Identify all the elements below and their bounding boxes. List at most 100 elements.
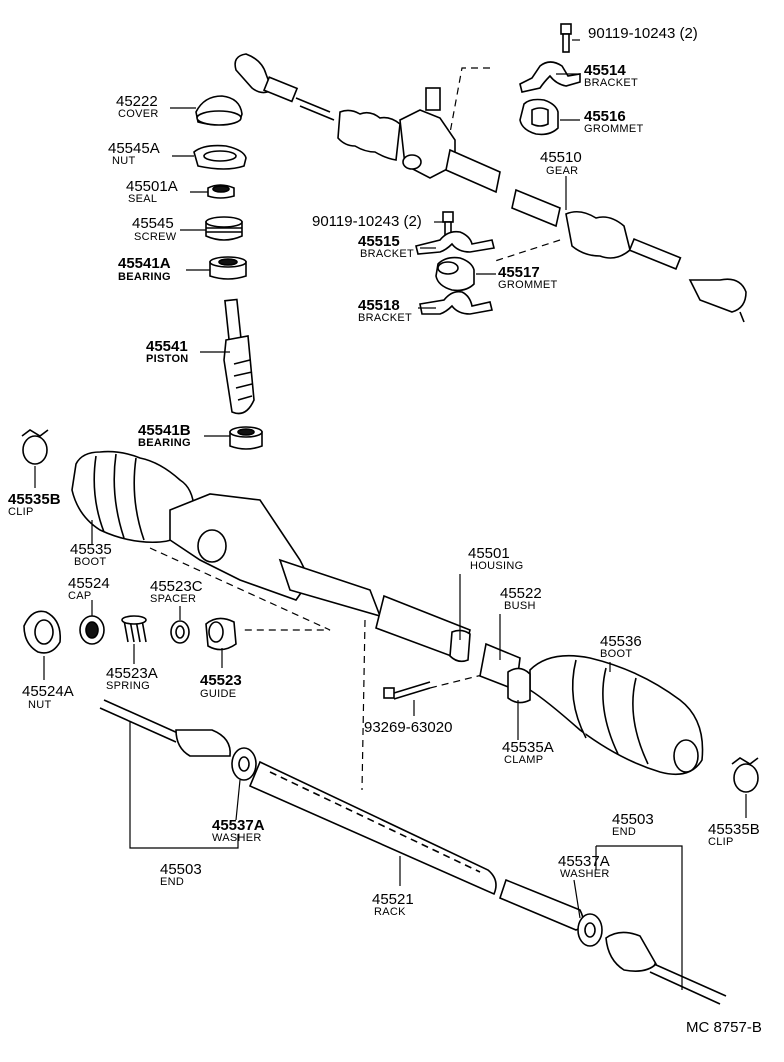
part-name: SPACER <box>150 593 196 605</box>
part-number: 45522 <box>500 585 542 602</box>
part-number: 45516 <box>584 108 626 125</box>
part-name: GROMMET <box>498 279 558 291</box>
part-name: GUIDE <box>200 688 236 700</box>
bracket-45514 <box>519 61 581 93</box>
label-93269: 93269-63020 <box>364 719 452 736</box>
label-90119-mid: 90119-10243 (2) <box>312 213 422 230</box>
part-name: BRACKET <box>358 312 412 324</box>
part-number: 45541A <box>118 255 171 272</box>
label-45510: 45510 GEAR <box>540 149 582 177</box>
part-name: BUSH <box>504 600 536 612</box>
label-45523: 45523 GUIDE <box>200 672 242 700</box>
label-45537A-right: 45537A WASHER <box>558 853 610 880</box>
clip-45535B-left <box>21 429 49 465</box>
part-name: CLAMP <box>504 754 543 766</box>
part-number: 45541B <box>138 422 191 439</box>
part-number: 45537A <box>212 817 265 834</box>
label-45523C: 45523C SPACER <box>150 578 203 605</box>
part-name: NUT <box>112 155 136 167</box>
part-number: 45541 <box>146 338 188 355</box>
nut-45524A-drawing <box>23 610 62 654</box>
part-number: 45514 <box>584 62 626 79</box>
part-number: 90119-10243 (2) <box>588 25 698 42</box>
washer-45537A-right-drawing <box>577 913 603 947</box>
label-45514: 45514 BRACKET <box>584 62 638 89</box>
part-name: PISTON <box>146 353 189 365</box>
label-45516: 45516 GROMMET <box>584 108 644 135</box>
part-name: SEAL <box>128 193 157 205</box>
part-number: 45523A <box>106 665 158 682</box>
boot-45536-drawing <box>529 654 704 776</box>
part-name: BRACKET <box>584 77 638 89</box>
spring-45523A-drawing <box>121 615 147 643</box>
label-45518: 45518 BRACKET <box>358 297 412 324</box>
part-number: 45537A <box>558 853 610 870</box>
boot-45535-drawing <box>71 450 196 544</box>
seal-45501A <box>207 184 235 199</box>
label-45515: 45515 BRACKET <box>358 233 414 260</box>
part-name: SCREW <box>134 231 177 243</box>
label-45517: 45517 GROMMET <box>498 264 558 291</box>
spacer-45523C-drawing <box>170 620 190 644</box>
part-name: BOOT <box>74 556 106 568</box>
rack-45521-drawing <box>248 760 584 931</box>
label-45503-right: 45503 END <box>612 811 654 838</box>
part-name: NUT <box>28 699 52 711</box>
clip-45535B-right <box>731 757 759 793</box>
grommet-45516 <box>519 98 559 136</box>
label-45501A: 45501A SEAL <box>126 178 178 205</box>
part-number: 93269-63020 <box>364 719 452 736</box>
bracket-45515 <box>415 230 495 255</box>
washer-45537A-left-drawing <box>231 747 257 781</box>
part-name: BOOT <box>600 648 632 660</box>
leader-lines <box>34 39 747 990</box>
part-name: END <box>612 826 636 838</box>
piston-45541 <box>223 298 255 415</box>
part-number: 45524A <box>22 683 74 700</box>
label-45523A: 45523A SPRING <box>106 665 158 692</box>
bracket-45518 <box>419 290 493 315</box>
part-number: 45535B <box>8 491 61 508</box>
label-45541: 45541 PISTON <box>146 338 189 365</box>
bearing-45541B <box>229 426 263 450</box>
part-number: 45501A <box>126 178 178 195</box>
label-45535: 45535 BOOT <box>70 541 112 568</box>
label-45521: 45521 RACK <box>372 891 414 918</box>
part-number: 45503 <box>612 811 654 828</box>
part-number: 45523C <box>150 578 203 595</box>
gear-assembly-drawing <box>234 53 747 323</box>
part-number: 45501 <box>468 545 510 562</box>
cap-45524-drawing <box>79 615 105 645</box>
part-name: BEARING <box>138 437 191 449</box>
part-name: BEARING <box>118 271 171 283</box>
part-name: END <box>160 876 184 888</box>
label-45545: 45545 SCREW <box>132 215 177 243</box>
label-45535B-right: 45535B CLIP <box>708 821 760 848</box>
part-number: 45523 <box>200 672 242 689</box>
label-45501: 45501 HOUSING <box>468 545 523 572</box>
screw-45545 <box>205 216 243 241</box>
end-45503-left-drawing <box>99 699 231 757</box>
label-45535A: 45535A CLAMP <box>502 739 554 766</box>
part-name: GROMMET <box>584 123 644 135</box>
part-name: BRACKET <box>360 248 414 260</box>
part-number: 45524 <box>68 575 110 592</box>
label-45522: 45522 BUSH <box>500 585 542 612</box>
part-number: 45545 <box>132 215 174 232</box>
label-45545A: 45545A NUT <box>108 140 160 167</box>
label-45537A-left: 45537A WASHER <box>212 817 265 844</box>
part-name: CLIP <box>708 836 734 848</box>
part-number: 45222 <box>116 93 158 110</box>
bolt-90119-top <box>560 23 572 53</box>
label-45541B: 45541B BEARING <box>138 422 191 449</box>
guide-45523-drawing <box>205 617 237 651</box>
part-name: CAP <box>68 590 92 602</box>
cover-45222 <box>195 95 243 126</box>
label-45503-left: 45503 END <box>160 861 202 888</box>
clamp-45535A-drawing <box>507 667 531 704</box>
part-number: 45517 <box>498 264 540 281</box>
label-45524: 45524 CAP <box>68 575 110 602</box>
part-name: COVER <box>118 108 159 120</box>
part-number: 45515 <box>358 233 400 250</box>
